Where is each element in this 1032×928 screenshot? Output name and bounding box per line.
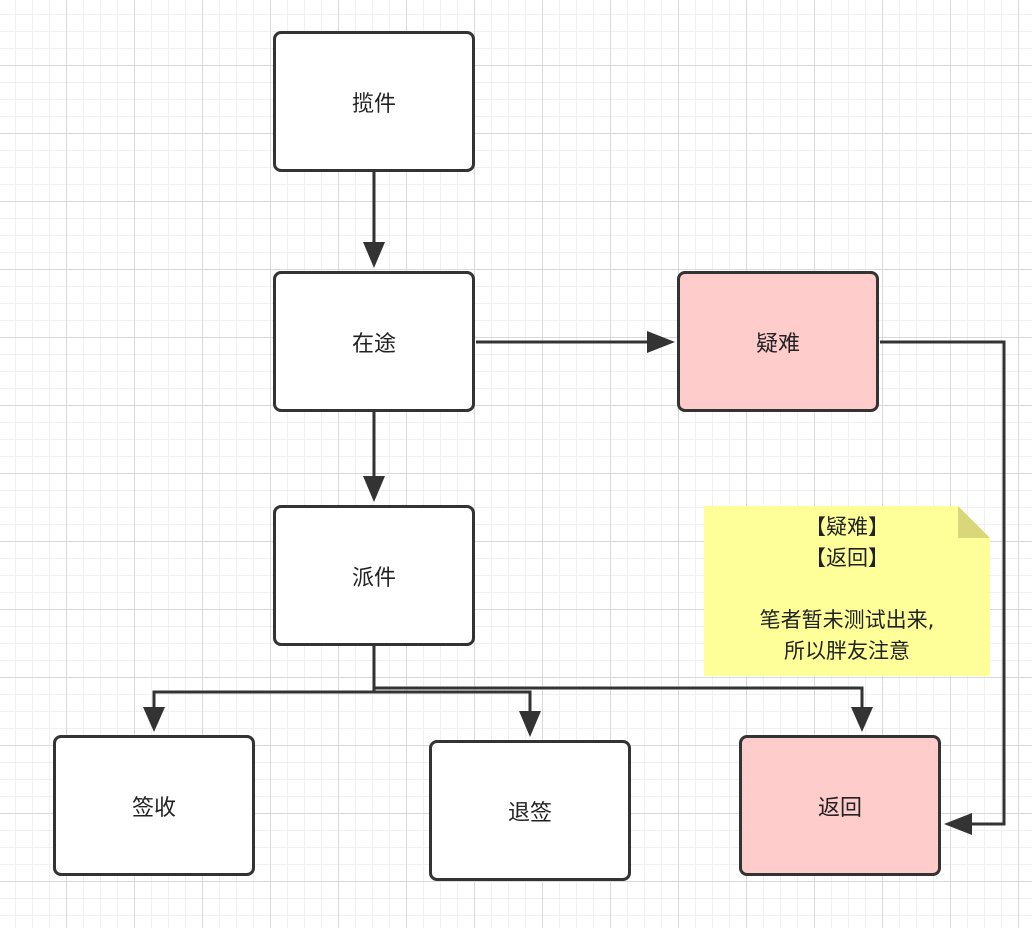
- node-qianshou-label: 签收: [131, 795, 176, 821]
- arrowhead-tuiqian: [519, 711, 541, 737]
- note-line-3: 笔者暂未测试出来,: [759, 608, 935, 632]
- node-fanhui: 返回: [739, 735, 941, 876]
- arrowhead-zaitu-yinan: [647, 331, 675, 353]
- arrowhead-fanhui-right: [944, 813, 972, 835]
- note-line-2: 【返回】: [805, 546, 889, 570]
- node-zaitu: 在途: [273, 271, 475, 412]
- arrowhead-zaitu-paijian: [363, 476, 385, 502]
- note-line-4: 所以胖友注意: [784, 639, 910, 663]
- arrowhead-qianshou: [143, 707, 165, 732]
- node-lanjian-label: 揽件: [351, 91, 396, 117]
- edge-to-fanhui: [374, 686, 864, 710]
- node-yinan: 疑难: [677, 271, 879, 412]
- node-paijian: 派件: [273, 505, 475, 646]
- edge-yinan-fanhui: [880, 340, 1006, 826]
- edge-to-tuiqian: [374, 690, 532, 715]
- node-tuiqian: 退签: [429, 740, 631, 881]
- node-lanjian: 揽件: [273, 31, 475, 172]
- node-tuiqian-label: 退签: [507, 800, 552, 826]
- node-paijian-label: 派件: [351, 565, 396, 591]
- node-fanhui-label: 返回: [817, 795, 862, 821]
- node-yinan-label: 疑难: [755, 331, 800, 357]
- arrowhead-fanhui-top: [851, 707, 873, 732]
- sticky-note: 【疑难】 【返回】 笔者暂未测试出来, 所以胖友注意: [704, 506, 990, 676]
- node-zaitu-label: 在途: [351, 331, 396, 357]
- arrowhead-lanjian-zaitu: [363, 242, 385, 268]
- note-line-1: 【疑难】: [805, 515, 889, 539]
- node-qianshou: 签收: [53, 735, 255, 876]
- edge-to-qianshou: [152, 690, 374, 710]
